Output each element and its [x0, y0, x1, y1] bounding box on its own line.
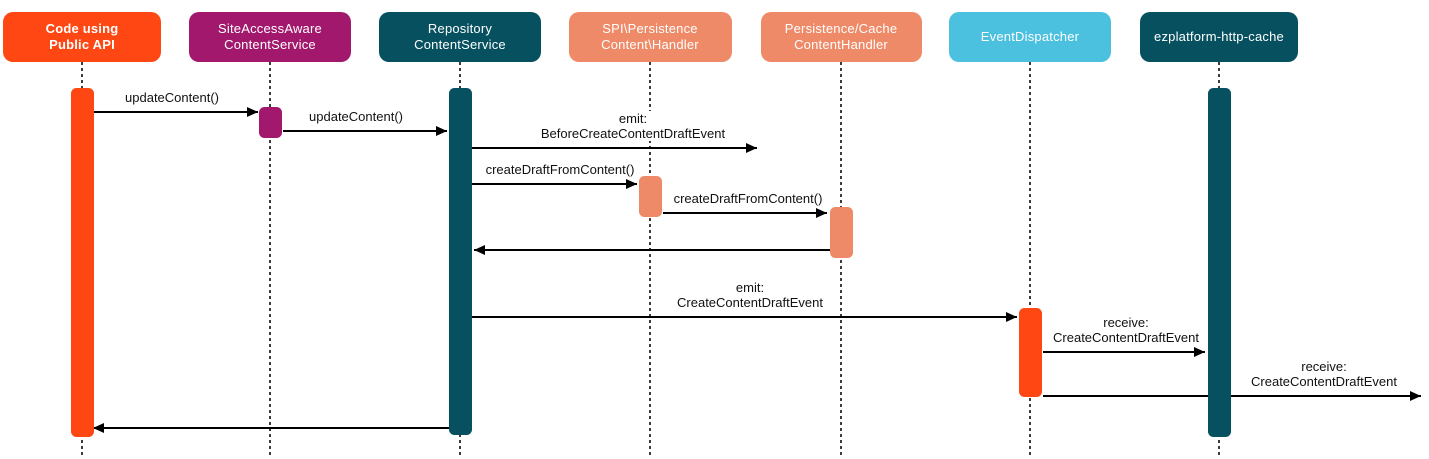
message-label: updateContent() [123, 90, 221, 105]
message-line [283, 130, 447, 132]
message-label-line: createDraftFromContent() [673, 191, 823, 206]
message-arrowhead [436, 126, 447, 136]
message-arrowhead [1006, 312, 1017, 322]
message-arrowhead [474, 245, 485, 255]
message-line [1043, 395, 1421, 397]
participant-label: SPI\Persistence [602, 21, 698, 36]
lifeline-siteaccessaware-contentservice [269, 62, 271, 455]
activation-bar-eventdispatcher [1018, 308, 1042, 397]
message-label-line: CreateContentDraftEvent [1053, 330, 1199, 345]
message-label: createDraftFromContent() [671, 191, 825, 206]
activation-bar-persistence-cache-contenthandler [829, 207, 853, 258]
message-arrowhead [626, 179, 637, 189]
message-arrowhead [247, 107, 258, 117]
message-label-line: updateContent() [125, 90, 219, 105]
activation-bar-repository-contentservice [448, 88, 472, 435]
participant-label: ContentService [414, 37, 506, 52]
message-arrowhead [1194, 347, 1205, 357]
message-line [93, 427, 449, 429]
message-line [1043, 351, 1205, 353]
activation-bar-spi-persistence-content-handler [638, 176, 662, 217]
participant-label: Code using [45, 21, 119, 36]
message-label: receive:CreateContentDraftEvent [1051, 315, 1201, 345]
message-label-line: BeforeCreateContentDraftEvent [540, 126, 726, 141]
message-line [472, 147, 757, 149]
message-label-line: emit: [735, 280, 765, 295]
message-line [472, 183, 637, 185]
message-line [474, 249, 830, 251]
message-arrowhead [746, 143, 757, 153]
participant-label: Persistence/Cache [784, 21, 898, 36]
message-arrowhead [816, 208, 827, 218]
participant-label: Content\Handler [601, 37, 699, 52]
participant-header-eventdispatcher: EventDispatcher [949, 12, 1111, 62]
lifeline-eventdispatcher [1029, 62, 1031, 455]
participant-label: Public API [49, 37, 115, 52]
message-label-line: CreateContentDraftEvent [677, 295, 823, 310]
message-label-line: CreateContentDraftEvent [1251, 374, 1397, 389]
participant-label: ezplatform-http-cache [1154, 29, 1284, 44]
message-label-line: updateContent() [309, 109, 403, 124]
message-label-line: receive: [1103, 315, 1149, 330]
message-label: emit:CreateContentDraftEvent [675, 280, 825, 310]
activation-bar-ezplatform-http-cache [1207, 88, 1231, 437]
participant-label: EventDispatcher [980, 29, 1080, 44]
message-label-line: emit: [618, 111, 648, 126]
message-label: createDraftFromContent() [483, 162, 637, 177]
message-label-line: createDraftFromContent() [485, 162, 635, 177]
message-line [472, 316, 1017, 318]
participant-label: SiteAccessAware [218, 21, 322, 36]
participant-label: ContentService [224, 37, 316, 52]
lifeline-persistence-cache-contenthandler [840, 62, 842, 455]
message-label: updateContent() [307, 109, 405, 124]
participant-header-ezplatform-http-cache: ezplatform-http-cache [1140, 12, 1298, 62]
lifeline-spi-persistence-content-handler [649, 62, 651, 455]
activation-bar-code-using-public-api [70, 88, 94, 437]
message-line [663, 212, 827, 214]
participant-label: Repository [427, 21, 493, 36]
participant-label: ContentHandler [794, 37, 888, 52]
message-arrowhead [93, 423, 104, 433]
activation-bar-siteaccessaware-contentservice [258, 107, 282, 138]
message-arrowhead [1410, 391, 1421, 401]
message-label: receive:CreateContentDraftEvent [1249, 359, 1399, 389]
message-label-line: receive: [1301, 359, 1347, 374]
message-line [93, 111, 258, 113]
message-label: emit:BeforeCreateContentDraftEvent [538, 111, 728, 141]
